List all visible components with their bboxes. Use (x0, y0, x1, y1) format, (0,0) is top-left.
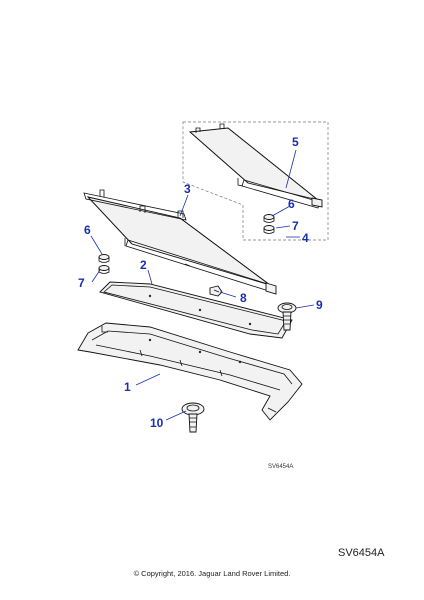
illustration-code-small: SV6454A (268, 464, 293, 470)
callout-2: 2 (140, 258, 147, 272)
parcel-shelf-part-1 (77, 322, 303, 421)
callout-3: 3 (184, 182, 191, 196)
fixings-left-parts-6-7 (98, 254, 110, 274)
callout-1: 1 (124, 380, 131, 394)
fixings-detail-parts-6-7 (263, 214, 275, 234)
callout-4: 4 (302, 231, 309, 245)
leader-lines (90, 149, 315, 421)
illustration-code: SV6454A (338, 547, 385, 559)
callout-6-left: 6 (84, 223, 91, 237)
copyright-notice: © Copyright, 2016. Jaguar Land Rover Lim… (133, 569, 291, 578)
callout-labels: 5 6 7 4 3 6 7 2 8 9 1 10 (78, 135, 323, 430)
callout-7-detail: 7 (292, 219, 299, 233)
callout-9: 9 (316, 298, 323, 312)
fastener-part-10 (181, 402, 205, 433)
sunblind-assembly-part-3 (83, 189, 277, 295)
callout-6-detail: 6 (288, 197, 295, 211)
clip-part-8 (209, 285, 223, 297)
callout-8: 8 (240, 291, 247, 305)
detail-box-outline (182, 121, 329, 241)
callout-10: 10 (150, 416, 164, 430)
callout-7-left: 7 (78, 276, 85, 290)
callout-5: 5 (292, 135, 299, 149)
sunblind-assembly-part-5 (188, 123, 323, 209)
